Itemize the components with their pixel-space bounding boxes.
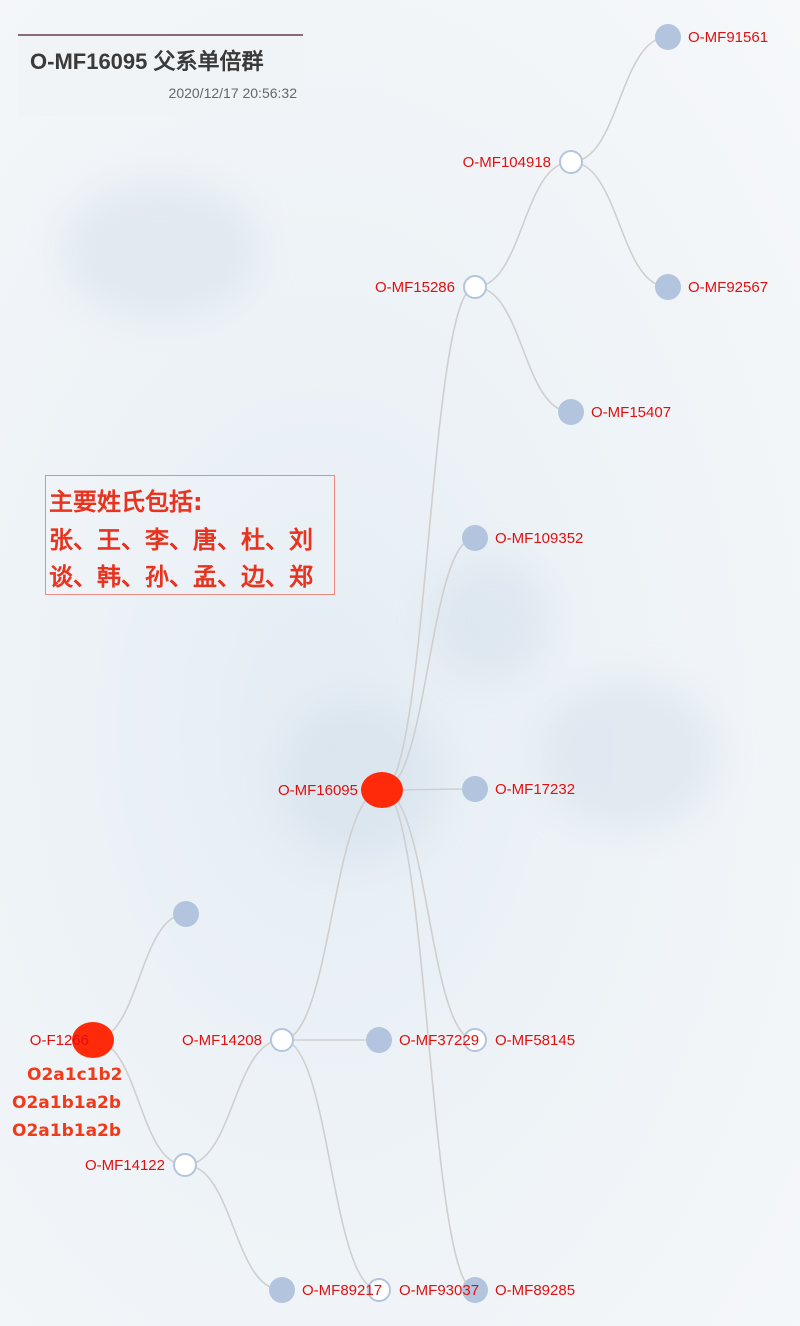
page-title: O-MF16095 父系单倍群 [30, 49, 264, 74]
timestamp: 2020/12/17 20:56:32 [168, 85, 297, 101]
node-label-mf37229: O-MF37229 [399, 1032, 479, 1049]
node-label-mf109352: O-MF109352 [495, 530, 583, 547]
tree-node-f1266[interactable] [72, 1022, 114, 1058]
tree-node-mf89217[interactable] [269, 1277, 295, 1303]
node-label-mf14122: O-MF14122 [85, 1157, 165, 1174]
tree-node-unnamed[interactable] [173, 901, 199, 927]
tree-link [570, 161, 669, 288]
haplogroup-label: O2a1b1a2b [12, 1093, 122, 1113]
tree-link [474, 286, 572, 413]
tree-link [184, 1039, 283, 1166]
tree-link [184, 1164, 283, 1291]
tree-node-mf93037[interactable] [367, 1278, 391, 1302]
tree-node-mf17232[interactable] [462, 776, 488, 802]
tree-link [381, 537, 476, 791]
tree-node-mf58145[interactable] [463, 1028, 487, 1052]
tree-link [92, 913, 187, 1041]
node-label-mf16095: O-MF16095 [278, 782, 358, 799]
haplogroup-label: O2a1b1a2b [12, 1121, 122, 1141]
background-blur [60, 180, 260, 320]
tree-node-mf109352[interactable] [462, 525, 488, 551]
tree-links [92, 36, 669, 1291]
node-label-mf15407: O-MF15407 [591, 404, 671, 421]
tree-node-mf89285[interactable] [462, 1277, 488, 1303]
tree-node-mf14208[interactable] [270, 1028, 294, 1052]
node-label-mf14208: O-MF14208 [182, 1032, 262, 1049]
node-label-mf92567: O-MF92567 [688, 279, 768, 296]
surname-line-1: 张、王、李、唐、杜、刘 [49, 526, 313, 554]
node-label-mf89217: O-MF89217 [302, 1282, 382, 1299]
background-blur [540, 680, 720, 830]
tree-node-mf15407[interactable] [558, 399, 584, 425]
tree-node-mf14122[interactable] [173, 1153, 197, 1177]
tree-node-mf16095[interactable] [361, 772, 403, 808]
node-label-mf91561: O-MF91561 [688, 29, 768, 46]
tree-node-mf104918[interactable] [559, 150, 583, 174]
node-label-mf93037: O-MF93037 [399, 1282, 479, 1299]
title-card: O-MF16095 父系单倍群 2020/12/17 20:56:32 [18, 34, 303, 116]
surname-line-2: 谈、韩、孙、孟、边、郑 [49, 563, 313, 591]
background-blur [430, 560, 550, 680]
tree-link [381, 789, 476, 1041]
surname-heading: 主要姓氏包括: [49, 488, 203, 516]
tree-link [281, 1039, 380, 1291]
tree-link [381, 286, 476, 791]
node-label-mf104918: O-MF104918 [463, 154, 551, 171]
background-blur [280, 700, 440, 860]
surname-box: 主要姓氏包括: 张、王、李、唐、杜、刘 谈、韩、孙、孟、边、郑 [45, 475, 335, 595]
tree-node-mf15286[interactable] [463, 275, 487, 299]
haplogroup-label: O2a1c1b2 [27, 1065, 123, 1085]
tree-link [381, 789, 476, 1291]
node-label-mf89285: O-MF89285 [495, 1282, 575, 1299]
tree-node-mf37229[interactable] [366, 1027, 392, 1053]
tree-link [281, 789, 383, 1041]
tree-nodes [72, 24, 681, 1303]
node-label-mf15286: O-MF15286 [375, 279, 455, 296]
node-label-mf58145: O-MF58145 [495, 1032, 575, 1049]
tree-node-mf92567[interactable] [655, 274, 681, 300]
node-label-mf17232: O-MF17232 [495, 781, 575, 798]
tree-link [474, 161, 572, 288]
tree-node-mf91561[interactable] [655, 24, 681, 50]
tree-link [570, 36, 669, 163]
node-label-f1266: O-F1266 [30, 1032, 89, 1049]
